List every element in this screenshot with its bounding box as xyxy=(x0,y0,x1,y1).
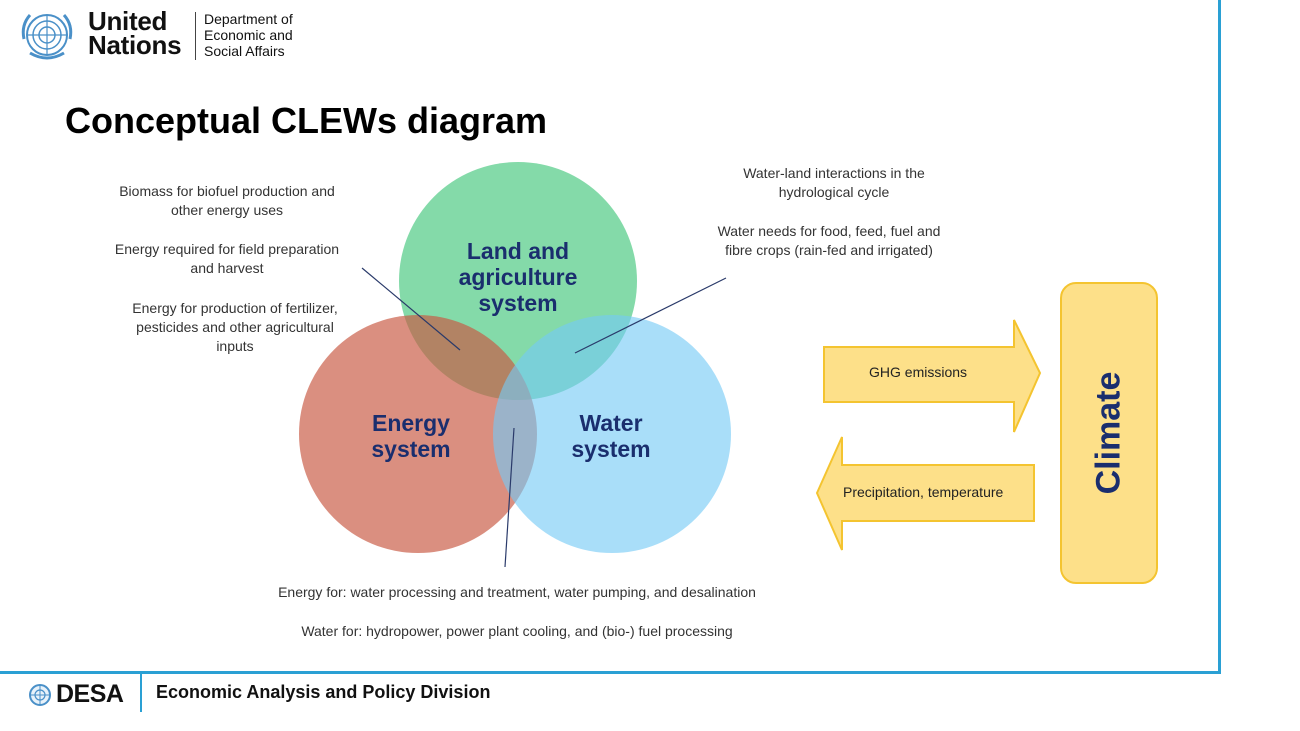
energy-label-line1: Energy xyxy=(372,410,450,436)
note-field-energy: Energy required for field preparation an… xyxy=(80,240,374,278)
note-biomass: Biomass for biofuel production and other… xyxy=(84,182,370,220)
connector-right-to-land-water xyxy=(574,277,727,354)
note-field-energy-line1: Energy required for field preparation xyxy=(114,241,340,257)
department-line1: Department of xyxy=(204,11,293,27)
page-title: Conceptual CLEWs diagram xyxy=(65,100,548,141)
footer-accent-rule xyxy=(0,671,1221,674)
note-crop-water: Water needs for food, feed, fuel and fib… xyxy=(688,222,970,260)
un-wordmark-line2: Nations xyxy=(88,30,182,60)
water-circle xyxy=(493,315,731,553)
water-label-line2: system xyxy=(571,436,651,462)
department-line2: Economic and xyxy=(204,27,293,43)
climate-box: Climate xyxy=(1060,282,1158,584)
un-wordmark: United Nations xyxy=(88,6,182,60)
arrow-to-climate xyxy=(823,319,1042,433)
note-fertilizer-line2: pesticides and other agricultural xyxy=(136,319,334,335)
note-field-energy-line2: and harvest xyxy=(190,260,264,276)
footer-divider xyxy=(140,674,142,712)
energy-circle-label: Energy system xyxy=(336,410,486,462)
land-label-line2: agriculture xyxy=(458,264,578,290)
note-water-land-line1: Water-land interactions in the xyxy=(743,165,925,181)
un-wordmark-line1: United xyxy=(88,6,168,36)
note-biomass-line2: other energy uses xyxy=(170,202,284,218)
land-circle-label: Land and agriculture system xyxy=(430,238,606,316)
note-water-for-energy: Water for: hydropower, power plant cooli… xyxy=(301,623,733,639)
ghg-emissions-label: GHG emissions xyxy=(869,364,968,380)
note-water-land: Water-land interactions in the hydrologi… xyxy=(696,164,972,202)
department-name: Department of Economic and Social Affair… xyxy=(204,11,293,59)
energy-label-line2: system xyxy=(371,436,451,462)
note-fertilizer-line1: Energy for production of fertilizer, xyxy=(132,300,338,316)
department-line3: Social Affairs xyxy=(204,43,285,59)
note-crop-water-line2: fibre crops (rain-fed and irrigated) xyxy=(725,242,933,258)
climate-label: Climate xyxy=(1089,371,1128,495)
desa-wordmark: DESA xyxy=(56,680,124,708)
note-fertilizer-energy: Energy for production of fertilizer, pes… xyxy=(90,299,380,356)
land-label-line1: Land and xyxy=(466,238,570,264)
precipitation-temperature-label: Precipitation, temperature xyxy=(843,484,1004,500)
connector-left-to-land-energy xyxy=(361,267,461,351)
note-biomass-line1: Biomass for biofuel production and xyxy=(119,183,335,199)
land-label-line3: system xyxy=(478,290,558,316)
arrow-from-climate xyxy=(815,436,1035,551)
desa-emblem-icon xyxy=(29,684,51,706)
note-fertilizer-line3: inputs xyxy=(216,338,254,354)
note-water-land-line2: hydrological cycle xyxy=(778,184,890,200)
division-name: Economic Analysis and Policy Division xyxy=(156,682,491,702)
water-label-line1: Water xyxy=(579,410,643,436)
header-divider xyxy=(195,12,196,60)
connector-bottom-to-energy-water xyxy=(504,427,515,568)
right-accent-rule xyxy=(1218,0,1221,673)
note-energy-for-water: Energy for: water processing and treatme… xyxy=(278,584,756,600)
un-emblem-icon xyxy=(21,13,73,60)
water-circle-label: Water system xyxy=(536,410,686,462)
note-crop-water-line1: Water needs for food, feed, fuel and xyxy=(717,223,941,239)
energy-circle xyxy=(299,315,537,553)
